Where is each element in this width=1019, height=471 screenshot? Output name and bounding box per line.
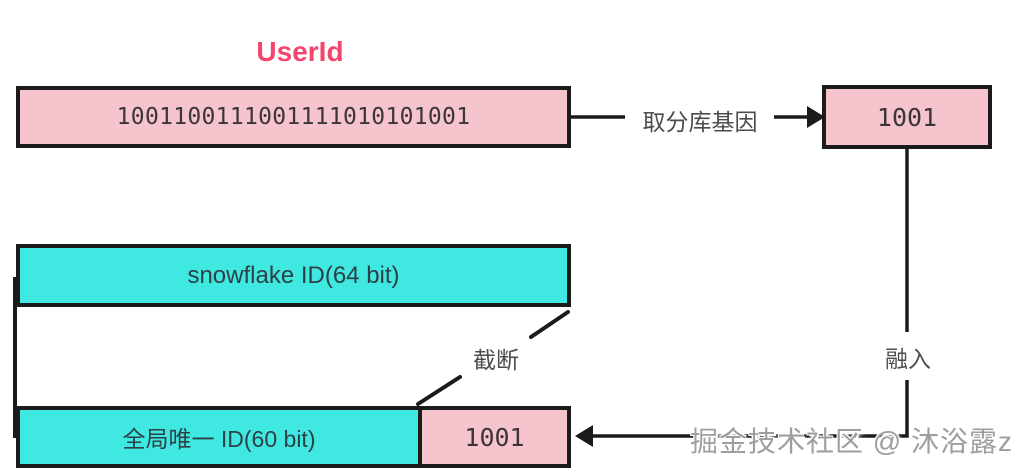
userid-title: UserId [256,36,344,67]
merge-arrow-head [575,425,593,447]
global-id-cyan-segment: 全局唯一 ID(60 bit) [20,410,418,464]
truncate-label: 截断 [473,347,519,373]
global-id-gene-segment: 1001 [418,410,567,464]
global-id-gene-value: 1001 [464,422,525,452]
global-id-label: 全局唯一 ID(60 bit) [122,426,316,452]
truncate-diagonal-lower [416,375,462,406]
userid-binary-value: 1001100111001111010101001 [116,104,471,130]
merge-label: 融入 [885,346,931,372]
global-id-box: 全局唯一 ID(60 bit) 1001 [16,406,571,468]
extract-arrow-head [807,106,825,128]
truncate-diagonal-upper [529,310,570,339]
gene-value: 1001 [876,102,938,132]
watermark: 掘金技术社区 @ 沐浴露z [690,426,1013,457]
extract-gene-label: 取分库基因 [642,109,758,135]
merge-line-lower [592,380,909,438]
snowflake-label: snowflake ID(64 bit) [187,261,400,289]
userid-box: 1001100111001111010101001 [16,86,571,148]
gene-box: 1001 [822,85,992,149]
snowflake-box: snowflake ID(64 bit) [16,244,571,307]
